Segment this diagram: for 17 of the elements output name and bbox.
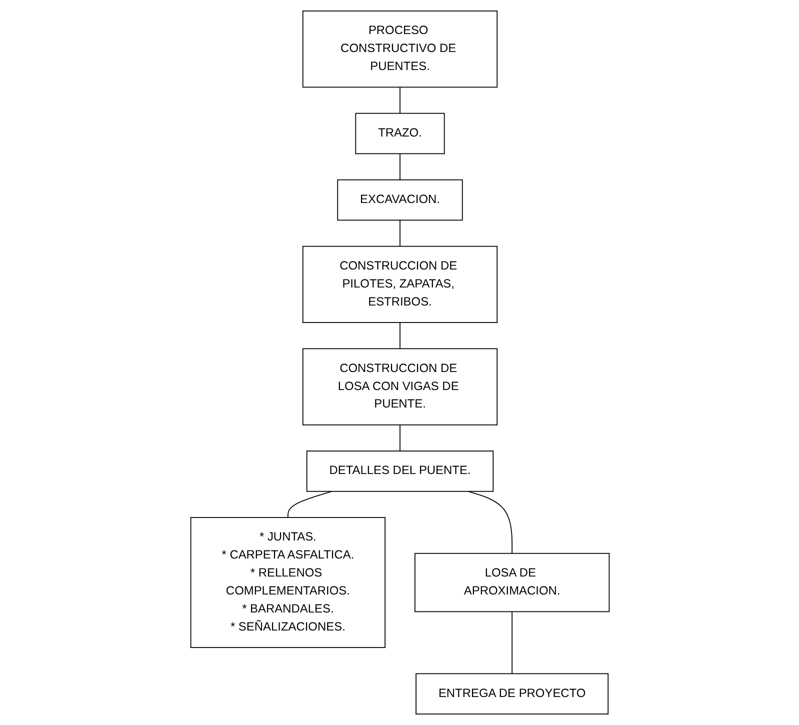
- node-box: DETALLES DEL PUENTE.: [306, 450, 494, 492]
- node-box: PROCESO CONSTRUCTIVO DE PUENTES.: [302, 10, 498, 88]
- node-box: CONSTRUCCION DE PILOTES, ZAPATAS, ESTRIBOS.: [302, 246, 498, 323]
- node-box: * JUNTAS. * CARPETA ASFALTICA. * RELLENOS COMPLEMENTARIOS. * BARANDALES. * SEÑALIZACIONES.: [190, 517, 385, 648]
- node-box: ENTREGA DE PROYECTO: [415, 673, 608, 714]
- connector: [399, 86, 400, 114]
- connector: [286, 490, 332, 518]
- connector: [399, 322, 400, 350]
- node-box: CONSTRUCCION DE LOSA CON VIGAS DE PUENTE.: [302, 348, 498, 426]
- connector: [399, 424, 400, 452]
- connector: [399, 153, 400, 180]
- node-box: TRAZO.: [354, 112, 444, 154]
- connector: [467, 490, 512, 554]
- node-box: EXCAVACION.: [336, 179, 462, 221]
- connector: [511, 611, 512, 674]
- node-box: LOSA DE APROXIMACION.: [414, 552, 610, 612]
- connector: [399, 220, 400, 247]
